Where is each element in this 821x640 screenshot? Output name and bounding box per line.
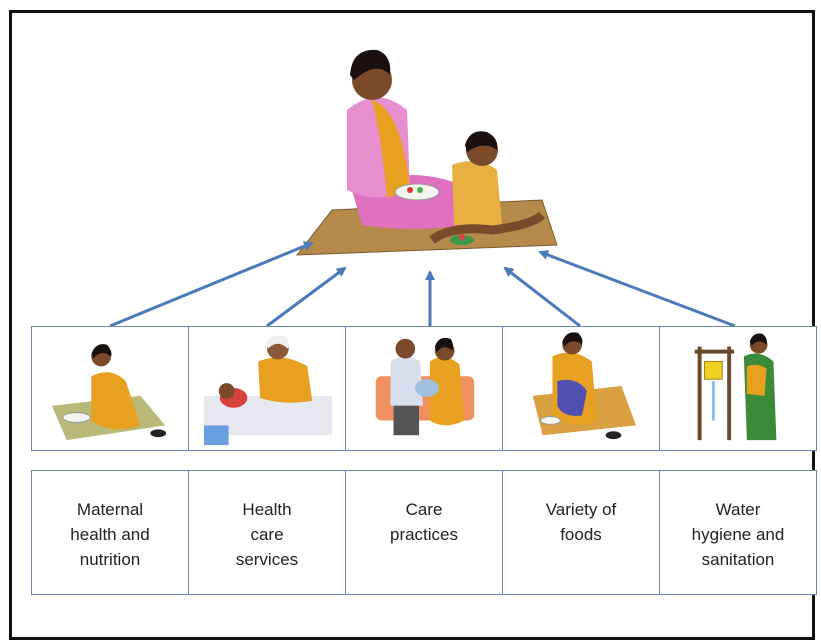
category-label: Variety of foods bbox=[545, 500, 617, 544]
arrows-layer bbox=[109, 241, 736, 328]
woman-handwashing-icon bbox=[694, 333, 777, 441]
cell-image-water-hygiene bbox=[659, 326, 817, 451]
mother-eating-icon bbox=[51, 344, 167, 441]
cell-image-maternal bbox=[31, 326, 189, 451]
cell-label-health-care: Health care services bbox=[188, 470, 346, 595]
cell-label-variety-foods: Variety of foods bbox=[502, 470, 660, 595]
nurse-patient-icon bbox=[204, 335, 332, 446]
cell-label-care-practices: Care practices bbox=[345, 470, 503, 595]
category-label: Health care services bbox=[235, 500, 299, 569]
cell-image-care-practices bbox=[345, 326, 503, 451]
category-label: Care practices bbox=[389, 500, 459, 544]
category-label: Maternal health and nutrition bbox=[70, 500, 150, 569]
cell-image-health-care bbox=[188, 326, 346, 451]
category-label: Water hygiene and sanitation bbox=[691, 500, 785, 569]
parents-with-child-icon bbox=[375, 337, 475, 436]
cell-label-maternal: Maternal health and nutrition bbox=[31, 470, 189, 595]
cell-image-variety-foods bbox=[502, 326, 660, 451]
arrow-variety-foods bbox=[503, 266, 581, 328]
arrow-health-care bbox=[266, 266, 347, 328]
mother-and-child-eating-icon bbox=[295, 49, 558, 256]
mother-feeding-child-icon bbox=[532, 332, 637, 440]
cell-label-water-hygiene: Water hygiene and sanitation bbox=[659, 470, 817, 595]
arrow-maternal bbox=[109, 241, 314, 328]
arrow-water-hygiene bbox=[538, 250, 736, 328]
